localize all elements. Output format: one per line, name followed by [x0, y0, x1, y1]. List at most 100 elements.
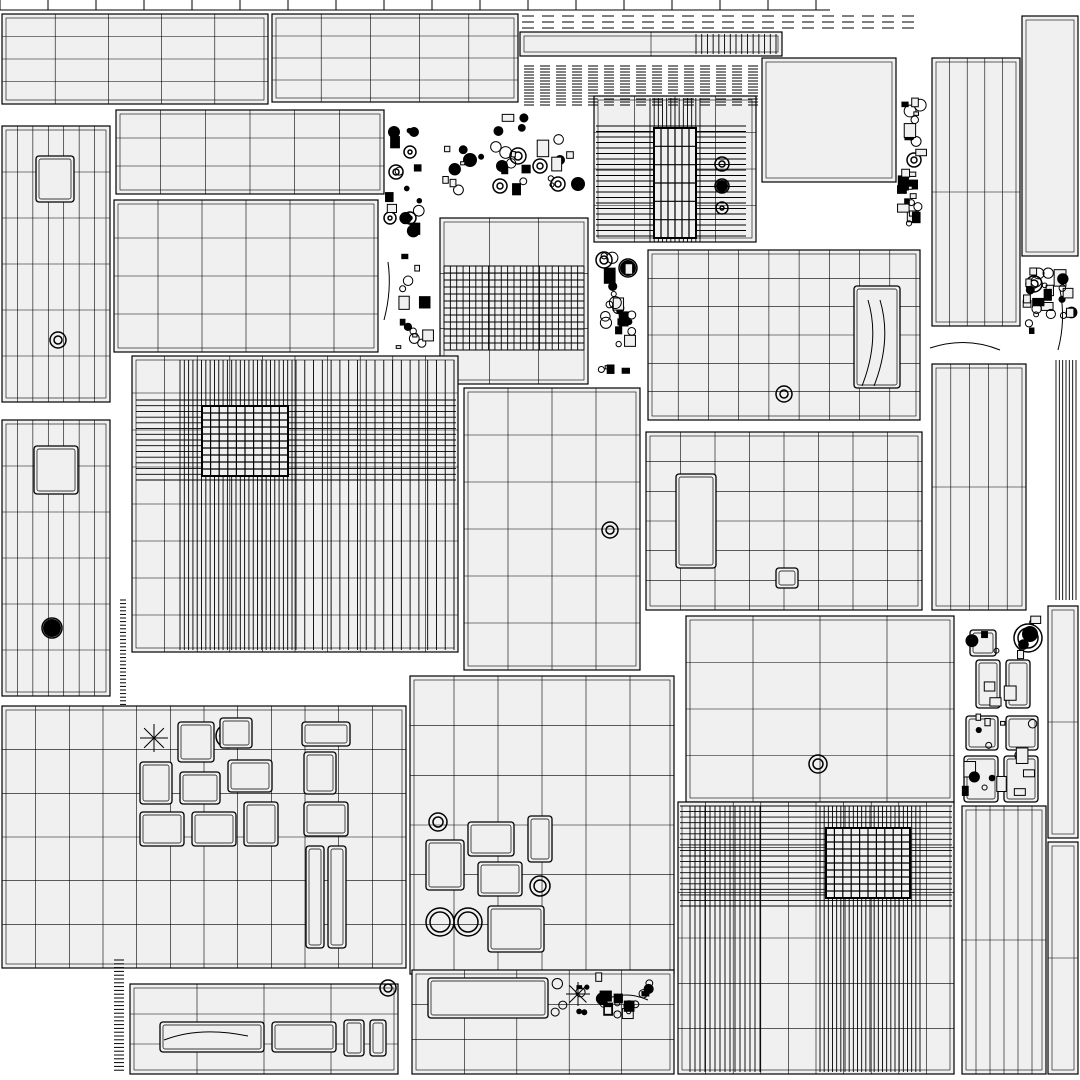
small-fragment	[399, 318, 406, 326]
small-fragment	[399, 285, 407, 293]
box-part	[139, 761, 173, 805]
ring-part	[775, 385, 793, 403]
box-part-inner	[222, 720, 250, 746]
panel-inner-border	[133, 987, 395, 1071]
small-fragment	[603, 267, 616, 284]
ring-part-inner	[432, 816, 444, 828]
box-part-inner	[308, 848, 322, 946]
small-fragment	[517, 123, 526, 132]
ring-part-inner	[457, 911, 479, 933]
small-fragment	[627, 326, 637, 336]
box-part	[675, 473, 717, 569]
small-fragment	[558, 1000, 568, 1010]
box-part-inner	[274, 1024, 334, 1050]
ring-part	[601, 521, 619, 539]
small-fragment	[985, 741, 993, 749]
small-fragment	[1041, 282, 1048, 289]
ring-part	[595, 251, 613, 269]
small-fragment	[512, 183, 521, 196]
box-part-inner	[246, 804, 276, 844]
box-part-inner	[978, 662, 998, 706]
box-part-inner	[230, 762, 270, 790]
small-fragment	[915, 148, 927, 157]
small-fragment	[1013, 788, 1026, 796]
box-part-inner	[346, 1022, 362, 1054]
ring-part	[532, 158, 548, 174]
small-fragment	[913, 111, 919, 116]
small-fragment	[422, 329, 434, 342]
small-fragment	[403, 185, 410, 192]
gauge-arc	[603, 994, 649, 1001]
solid-part	[716, 180, 728, 192]
small-fragment	[903, 104, 917, 118]
small-fragment	[1058, 284, 1067, 292]
small-fragment	[968, 771, 980, 783]
small-fragment	[1015, 747, 1029, 764]
box-part	[427, 977, 549, 1019]
small-fragment	[605, 300, 614, 309]
panel-inner-border	[5, 17, 265, 101]
small-fragment	[625, 318, 633, 326]
small-fragment	[401, 253, 409, 260]
ring-part-inner	[53, 335, 63, 345]
small-fragment	[408, 333, 420, 344]
box-part	[1005, 659, 1031, 709]
box-part	[179, 771, 221, 805]
small-fragment	[913, 202, 923, 212]
box-part	[243, 801, 279, 847]
small-fragment	[417, 338, 427, 348]
ring-part	[428, 812, 448, 832]
box-part	[965, 715, 999, 751]
box-part-inner	[490, 908, 542, 950]
small-fragment	[599, 316, 613, 329]
box-part	[327, 845, 347, 949]
small-fragment	[519, 177, 528, 186]
box-part	[487, 905, 545, 953]
ring-part	[425, 907, 455, 937]
small-fragment	[1023, 294, 1031, 304]
small-fragment	[621, 367, 630, 374]
small-fragment	[597, 365, 605, 374]
small-fragment	[1022, 769, 1035, 778]
cross-part	[143, 727, 165, 749]
box-part	[1005, 715, 1039, 751]
panel-inner-border	[1051, 609, 1075, 835]
small-fragment	[576, 1008, 582, 1015]
panel-inner-border	[1051, 845, 1075, 1071]
small-fragment	[965, 634, 979, 648]
small-fragment	[385, 192, 394, 203]
small-fragment	[550, 1007, 560, 1017]
box-part-inner	[36, 448, 76, 492]
panel-inner-border	[117, 203, 375, 349]
small-fragment	[903, 123, 917, 138]
gauge-arc	[163, 1031, 249, 1041]
box-part-inner	[162, 1024, 262, 1050]
box-part-inner	[194, 814, 234, 844]
small-fragment	[501, 166, 509, 175]
ring-part-inner	[812, 758, 824, 770]
small-fragment	[910, 115, 919, 125]
small-fragment	[394, 166, 404, 176]
small-fragment	[453, 184, 464, 196]
box-part-inner	[428, 842, 462, 888]
ring-part-inner	[429, 911, 451, 933]
small-fragment	[549, 182, 555, 188]
ring-part-inner	[599, 255, 609, 265]
gauge-arc	[383, 261, 390, 321]
small-fragment	[490, 141, 502, 153]
small-fragment	[386, 203, 398, 213]
small-fragment	[581, 1009, 588, 1016]
small-fragment	[1043, 288, 1052, 301]
small-fragment	[617, 318, 628, 326]
small-fragment	[402, 275, 414, 287]
small-fragment	[911, 97, 919, 108]
box-part-inner	[38, 158, 72, 200]
box-part	[301, 721, 351, 747]
small-fragment	[600, 310, 611, 322]
panel-inner-border	[275, 17, 515, 99]
ring-part	[492, 178, 508, 194]
gauge-arc	[873, 299, 886, 387]
box-part-inner	[470, 824, 512, 854]
small-fragment	[1003, 685, 1017, 701]
